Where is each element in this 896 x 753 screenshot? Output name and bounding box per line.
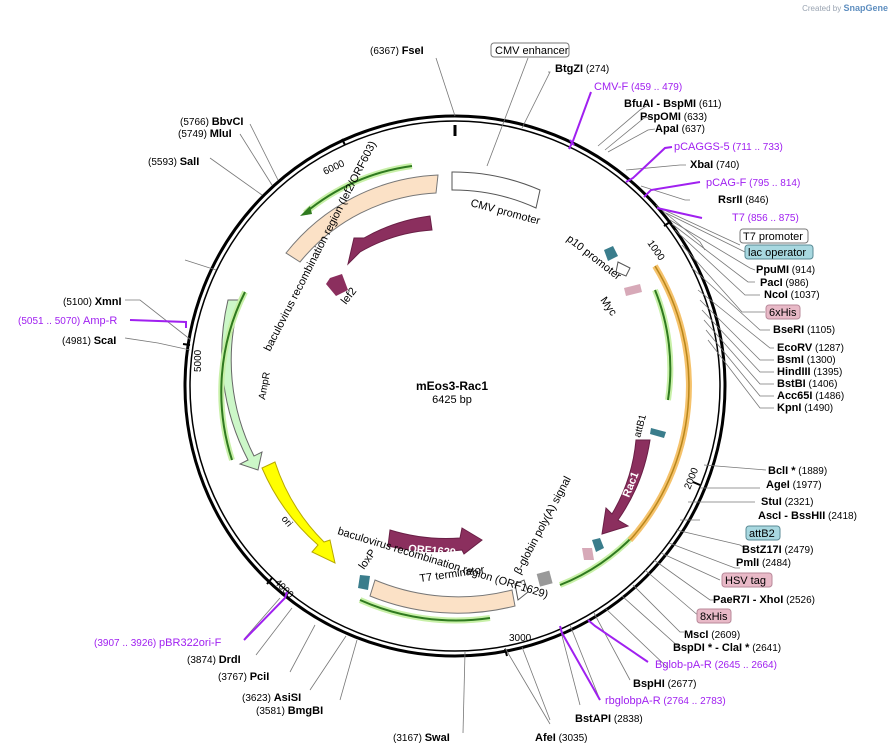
- primer-marks: [129, 91, 703, 701]
- p10-mark: [604, 246, 618, 261]
- cmv-enhancer-box: CMV enhancer: [495, 45, 569, 57]
- bac603-region: [285, 174, 439, 263]
- boxed-labels: CMV enhancer T7 promoter lac operator 6x…: [490, 42, 814, 624]
- site-pspomi: PspOMI (633): [640, 111, 707, 123]
- loxp-label: loxP: [357, 547, 379, 571]
- site-sali: (5593) SalI: [148, 156, 199, 168]
- backbone-inner: [189, 120, 721, 652]
- site-bsmi: BsmI (1300): [777, 354, 836, 366]
- plasmid-name: mEos3-Rac1: [416, 379, 488, 393]
- site-pcii: (3767) PciI: [218, 671, 269, 683]
- orf603-arrow: [347, 215, 433, 266]
- primer-pcag-f: pCAG-F (795 .. 814): [706, 177, 800, 189]
- site-bspdi: BspDI * - ClaI * (2641): [673, 642, 781, 654]
- primer-cmv-f: CMV-F (459 .. 479): [594, 81, 682, 93]
- site-bfuai: BfuAI - BspMI (611): [624, 98, 722, 110]
- site-drdi: (3874) DrdI: [187, 654, 241, 666]
- lac-operator-box: lac operator: [748, 247, 806, 259]
- t7-promoter-box: T7 promoter: [743, 231, 803, 243]
- site-bseri: BseRI (1105): [773, 324, 835, 336]
- tick-3000: 3000: [509, 633, 532, 644]
- site-labels: (6367) FseI BtgZI (274) BfuAI - BspMI (6…: [62, 45, 857, 744]
- myc-mark: [624, 284, 642, 296]
- site-scai: (4981) ScaI: [62, 335, 116, 347]
- 6xhis-box: 6xHis: [769, 307, 797, 319]
- pink-mark-2: [582, 548, 594, 560]
- site-mlui: (5749) MluI: [178, 128, 232, 140]
- site-agei: AgeI (1977): [766, 479, 822, 491]
- tick-2000: 2000: [683, 466, 702, 491]
- site-afei: AfeI (3035): [535, 732, 587, 744]
- bglobin-label: β-globin poly(A) signal: [512, 474, 574, 576]
- site-stui: StuI (2321): [761, 496, 813, 508]
- 8xhis-box: 8xHis: [700, 611, 728, 623]
- site-ppumi: PpuMI (914): [756, 264, 815, 276]
- tick-6000: 6000: [322, 158, 347, 178]
- snapgene-branding: Created by SnapGene: [802, 3, 888, 13]
- primer-bglob-pa-r: Bglob-pA-R (2645 .. 2664): [655, 659, 777, 671]
- site-ecorv: EcoRV (1287): [777, 342, 844, 354]
- cmv-promoter-arrow: [451, 171, 541, 209]
- site-bstapi: BstAPI (2838): [575, 713, 643, 725]
- site-xbai: XbaI (740): [690, 159, 739, 171]
- lef2-arrow: [326, 274, 348, 296]
- attb1-mark: [650, 428, 666, 438]
- primer-amp-r: (5051 .. 5070) Amp-R: [18, 315, 117, 327]
- site-fsei: (6367) FseI: [370, 45, 424, 57]
- site-bcli: BclI * (1889): [768, 465, 827, 477]
- site-bbvci: (5766) BbvCI: [180, 116, 243, 128]
- site-paer7i: PaeR7I - XhoI (2526): [713, 594, 815, 606]
- curved-labels: CMV promoter p10 promoter Myc attB1 Rac1…: [257, 139, 649, 601]
- tick-1000: 1000: [645, 238, 667, 263]
- green-arc-right: [652, 288, 674, 401]
- site-kpni: KpnI (1490): [777, 402, 833, 414]
- primer-rbglobpa-r: rbglobpA-R (2764 .. 2783): [605, 695, 726, 707]
- attb2-box: attB2: [749, 528, 775, 540]
- site-btgzi: BtgZI (274): [555, 63, 609, 75]
- rac1-label: Rac1: [621, 470, 642, 499]
- site-asisi: (3623) AsiSI: [242, 692, 301, 704]
- hsv-tag-box: HSV tag: [725, 575, 766, 587]
- site-bstbi: BstBI (1406): [777, 378, 837, 390]
- primer-labels: CMV-F (459 .. 479) pCAGGS-5 (711 .. 733)…: [18, 81, 800, 707]
- site-hindiii: HindIII (1395): [777, 366, 842, 378]
- ampr-label: AmpR: [257, 371, 273, 400]
- site-asci: AscI - BssHII (2418): [758, 510, 857, 522]
- site-bmgbi: (3581) BmgBI: [256, 705, 323, 717]
- site-swai: (3167) SwaI: [393, 732, 450, 744]
- ori-label: ori: [279, 514, 295, 530]
- white-arrow-p10: [615, 261, 631, 277]
- primer-pcaggs-5: pCAGGS-5 (711 .. 733): [674, 141, 783, 153]
- site-bstz17i: BstZ17I (2479): [742, 544, 813, 556]
- site-rsrii: RsrII (846): [718, 194, 769, 206]
- site-pmli: PmlI (2484): [736, 557, 791, 569]
- site-ncoi: NcoI (1037): [764, 289, 820, 301]
- loxp-mark: [358, 575, 370, 590]
- t7-terminator-arrow: [514, 579, 529, 601]
- teal-mark-2: [592, 538, 604, 552]
- site-acc65i: Acc65I (1486): [777, 390, 844, 402]
- orf1629-label: ORF1629: [408, 543, 457, 559]
- plasmid-length: 6425 bp: [432, 394, 472, 406]
- site-bsphi: BspHI (2677): [633, 678, 696, 690]
- feature-shapes: [218, 163, 692, 624]
- primer-t7: T7 (856 .. 875): [732, 212, 799, 224]
- bac1629-region: [369, 579, 516, 614]
- site-xmni: (5100) XmnI: [63, 296, 122, 308]
- ori-arrow: [261, 461, 336, 564]
- p10-promoter-label: p10 promoter: [564, 233, 623, 283]
- rac1-arrow: [601, 439, 651, 535]
- myc-label: Myc: [598, 295, 620, 319]
- tick-5000: 5000: [193, 349, 204, 372]
- gray-feature: [536, 570, 553, 587]
- site-paci: PacI (986): [760, 277, 809, 289]
- orf1629-arrow: [387, 527, 483, 555]
- attb1-label: attB1: [632, 413, 649, 439]
- snapgene-logo: SnapGene: [843, 3, 888, 13]
- leader-lines: [124, 57, 774, 734]
- primer-pbr322ori-f: (3907 .. 3926) pBR322ori-F: [94, 637, 222, 649]
- site-apai: ApaI (637): [655, 123, 705, 135]
- site-msci: MscI (2609): [684, 629, 740, 641]
